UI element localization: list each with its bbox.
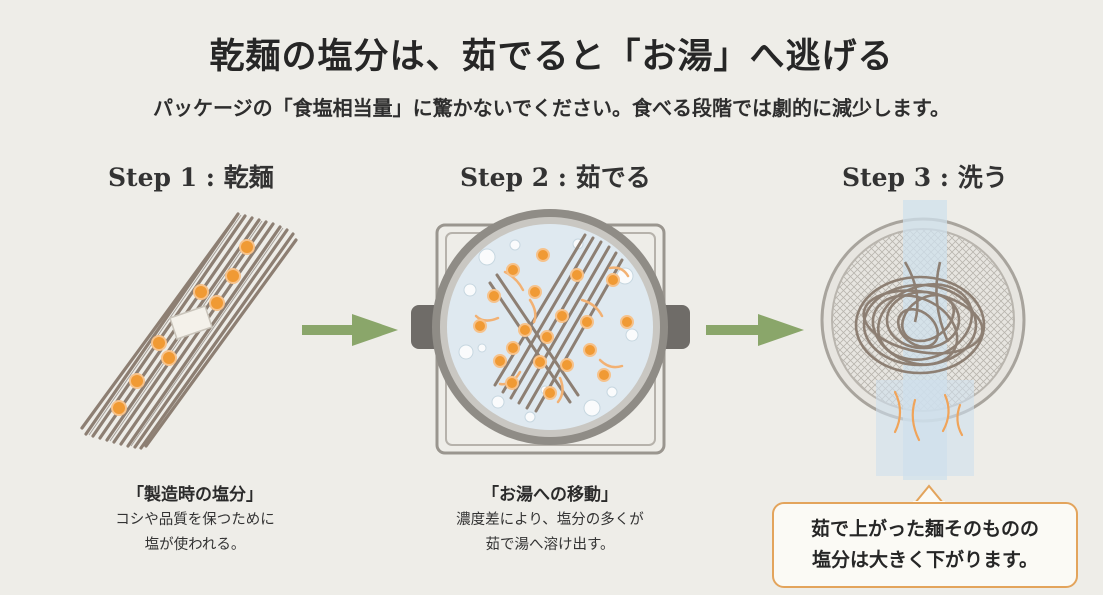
step-2-caption-body: 濃度差により、塩分の多くが 茹で湯へ溶け出す。 — [410, 508, 690, 558]
callout-line: 茹で上がった麺そのものの — [810, 518, 1039, 540]
step-1-caption-title: 「製造時の塩分」 — [127, 485, 263, 505]
caption-line: コシや品質を保つために — [115, 512, 275, 528]
boiling-pot-icon — [411, 209, 690, 455]
callout-line: 塩分は大きく下がります。 — [811, 549, 1039, 571]
step-1-caption-body: コシや品質を保つために 塩が使われる。 — [70, 508, 320, 558]
step-2-caption-title: 「お湯への移動」 — [482, 485, 618, 505]
right-arrow-icon — [706, 314, 804, 346]
dried-noodle-bundle-icon — [80, 212, 298, 450]
step-3-callout: 茹で上がった麺そのものの 塩分は大きく下がります。 — [772, 502, 1078, 588]
step-3-label: Step 3 : 洗う — [842, 163, 1008, 192]
page-subtitle: パッケージの「食塩相当量」に驚かないでください。食べる段階では劇的に減少します。 — [153, 96, 950, 120]
strainer-noodles-icon — [820, 200, 1026, 480]
page-title: 乾麺の塩分は、茹でると「お湯」へ逃げる — [209, 37, 894, 77]
caption-line: 塩が使われる。 — [144, 537, 246, 553]
step-1-label: Step 1 : 乾麺 — [108, 163, 274, 192]
caption-line: 茹で湯へ溶け出す。 — [485, 537, 615, 553]
right-arrow-icon — [302, 314, 398, 346]
step-2-label: Step 2 : 茹でる — [460, 163, 651, 192]
caption-line: 濃度差により、塩分の多くが — [456, 512, 644, 528]
